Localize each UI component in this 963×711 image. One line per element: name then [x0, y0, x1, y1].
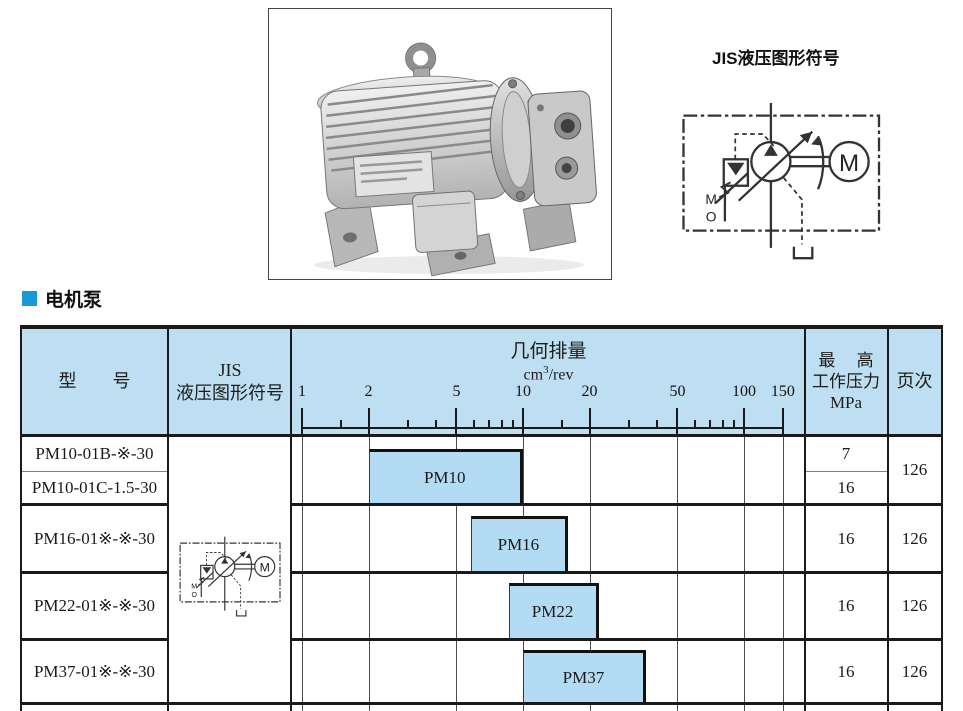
section-title: 电机泵	[45, 290, 103, 311]
foot-right	[522, 199, 577, 252]
header-displacement: 几何排量 cm3/rev	[292, 336, 805, 390]
page-cell: 126	[901, 596, 928, 616]
model-cell: PM22-01※-※-30	[33, 596, 156, 616]
row-divider	[20, 638, 168, 641]
displacement-axis: 1 2 5 10 20 50 100 150	[292, 325, 805, 434]
row-divider	[20, 503, 168, 506]
chart-gridline	[523, 437, 524, 711]
mpa-cell: 7	[841, 444, 851, 464]
row-divider	[20, 571, 168, 574]
header-model: 型 号	[58, 371, 131, 392]
table-border-top	[20, 325, 943, 329]
header-jis: JIS 液压图形符号	[176, 360, 284, 403]
table-border-left	[20, 325, 22, 711]
axis-major-tick	[588, 408, 591, 434]
section-bullet	[22, 291, 37, 306]
axis-minor-tick	[694, 420, 697, 428]
axis-minor-tick	[488, 420, 491, 428]
row-divider	[292, 503, 943, 506]
displacement-bar: PM10	[368, 449, 523, 503]
mpa-cell: 16	[837, 477, 855, 497]
axis-major-tick	[676, 408, 679, 434]
axis-minor-tick	[512, 420, 515, 428]
row-divider-thin	[20, 471, 168, 472]
table-border-right	[941, 325, 943, 711]
chart-gridline	[589, 437, 591, 711]
axis-major-tick	[743, 408, 745, 434]
jis-panel-title: JIS液压图形符号	[712, 49, 840, 68]
mpa-cell: 16	[837, 661, 855, 681]
axis-minor-tick	[722, 420, 725, 428]
column-divider	[290, 325, 292, 711]
jis-symbol-large	[672, 88, 902, 272]
chart-gridline	[456, 437, 458, 711]
axis-major-tick	[367, 408, 370, 434]
model-cell: PM10-01B-※-30	[35, 444, 154, 464]
table-header-background	[22, 329, 941, 434]
page-cell: 126	[901, 661, 928, 681]
page-cell: 126	[901, 460, 928, 480]
axis-major-tick	[301, 408, 303, 434]
axis-minor-tick	[627, 420, 630, 428]
pump-photo-box	[268, 8, 612, 280]
jis-symbol-small	[174, 529, 292, 623]
eyebolt	[406, 43, 436, 73]
axis-minor-tick	[434, 420, 437, 428]
column-divider	[167, 325, 169, 711]
axis-tick-label: 1	[298, 383, 306, 400]
chart-gridline	[677, 437, 679, 711]
displacement-bar: PM37	[523, 650, 646, 702]
axis-tick-label: 100	[732, 383, 756, 400]
axis-tick-label: 2	[364, 383, 373, 400]
chart-gridline	[782, 437, 784, 711]
page-cell: 126	[901, 528, 928, 548]
axis-major-tick	[455, 408, 458, 434]
table-border-bottom	[20, 702, 943, 705]
model-cell: PM10-01C-1.5-30	[31, 477, 158, 497]
axis-minor-tick	[406, 420, 409, 428]
row-divider	[292, 638, 943, 641]
column-divider	[887, 325, 889, 711]
axis-tick-label: 10	[515, 383, 531, 400]
displacement-bar: PM16	[470, 516, 569, 571]
axis-major-tick	[522, 408, 524, 434]
chart-gridline	[744, 437, 745, 711]
pump-photo-illustration	[314, 42, 597, 277]
header-pressure: 最 高 工作压力 MPa	[812, 350, 880, 413]
axis-tick-label: 20	[581, 383, 598, 400]
column-divider	[804, 325, 806, 711]
axis-minor-tick	[501, 420, 504, 428]
mpa-cell: 16	[837, 596, 855, 616]
axis-major-tick	[781, 408, 784, 434]
model-cell: PM37-01※-※-30	[33, 661, 156, 681]
chart-gridline	[368, 437, 370, 711]
axis-minor-tick	[709, 420, 712, 428]
displacement-unit: cm3/rev	[523, 364, 574, 384]
terminal-box	[412, 190, 479, 253]
axis-tick-label: 5	[452, 383, 461, 400]
axis-tick-label: 150	[770, 383, 795, 400]
axis-minor-tick	[473, 420, 476, 428]
axis-minor-tick	[561, 420, 564, 428]
axis-ruler-line	[302, 427, 783, 429]
chart-gridline	[302, 437, 303, 711]
model-cell: PM16-01※-※-30	[33, 528, 156, 548]
row-divider-thin	[806, 471, 888, 472]
mpa-cell: 16	[837, 528, 855, 548]
header-page: 页次	[896, 371, 933, 392]
axis-minor-tick	[655, 420, 658, 428]
header-bottom-line	[20, 434, 943, 437]
displacement-title: 几何排量	[510, 341, 587, 363]
axis-tick-label: 50	[669, 383, 686, 400]
displacement-bar: PM22	[508, 583, 599, 638]
axis-minor-tick	[733, 420, 736, 428]
row-divider	[292, 571, 943, 574]
axis-minor-tick	[340, 420, 343, 428]
